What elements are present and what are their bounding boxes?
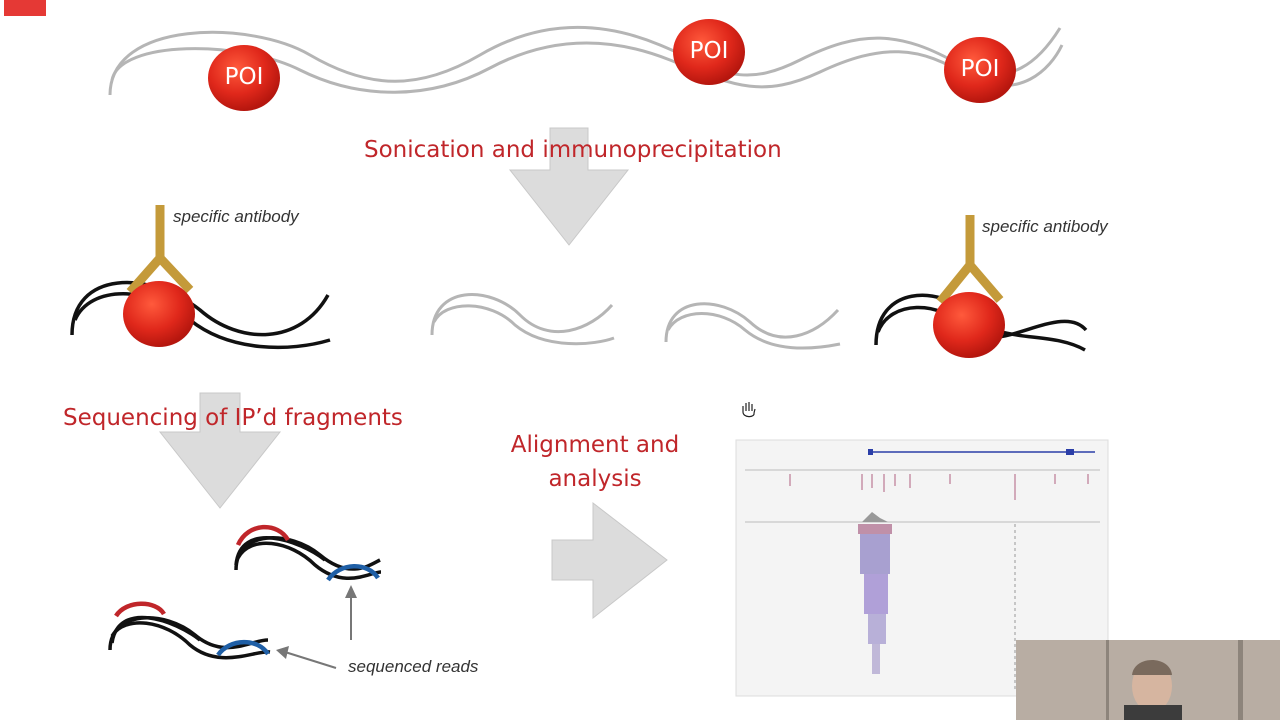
sequenced-fragment-upper <box>234 524 382 582</box>
sequenced-reads-label: sequenced reads <box>348 657 479 676</box>
down-arrow-2 <box>158 392 282 509</box>
hand-cursor-icon <box>742 402 756 418</box>
sequenced-fragment-lower <box>108 601 271 660</box>
step-sequencing-label: Sequencing of IP’d fragments <box>63 405 403 431</box>
presenter-video <box>1016 640 1280 720</box>
read-pointer-arrows <box>276 585 357 669</box>
poi-label-2: POI <box>689 38 729 64</box>
unbound-fragment-1 <box>430 293 615 346</box>
unbound-fragment-2 <box>664 302 841 350</box>
antibody-label-left: specific antibody <box>173 207 299 226</box>
step-alignment-line1: Alignment and <box>510 432 680 458</box>
step-sonication-label: Sonication and immunoprecipitation <box>364 137 782 163</box>
right-arrow <box>551 501 668 620</box>
down-arrow-1 <box>508 127 630 246</box>
poi-1 <box>208 45 280 111</box>
corner-mark <box>4 0 46 16</box>
step-alignment-label: Alignment and analysis <box>495 428 695 496</box>
right-bound-fragment <box>874 215 1088 358</box>
poi-label-1: POI <box>224 64 264 90</box>
antibody-label-right: specific antibody <box>982 217 1108 236</box>
poi-2 <box>673 19 745 85</box>
left-bound-fragment <box>70 205 331 350</box>
poi-3 <box>944 37 1016 103</box>
poi-label-3: POI <box>960 56 1000 82</box>
step-alignment-line2: analysis <box>548 466 642 492</box>
